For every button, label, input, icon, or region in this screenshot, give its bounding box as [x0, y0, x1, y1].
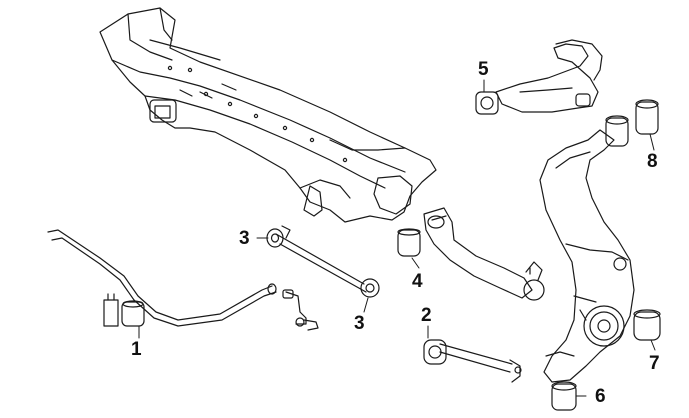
callout-7: 7	[649, 353, 660, 374]
bushing-6	[551, 381, 577, 411]
rear-subframe	[99, 7, 437, 223]
lateral-link-3	[266, 225, 380, 298]
stabilizer-bushing	[103, 293, 145, 327]
upper-control-arm-5	[475, 39, 603, 115]
bushing-7	[633, 309, 661, 341]
trailing-link-2	[423, 339, 522, 383]
stabilizer-link	[282, 289, 319, 331]
callout-1: 1	[131, 339, 142, 360]
callout-6: 6	[595, 386, 606, 407]
callout-8: 8	[647, 151, 658, 172]
callout-5: 5	[478, 59, 489, 80]
bushing-8	[605, 99, 659, 147]
knuckle-hub	[539, 129, 635, 383]
callout-2: 2	[421, 305, 432, 326]
callout-3-lower: 3	[354, 313, 365, 334]
callout-leaders	[138, 79, 656, 397]
control-arm-4	[397, 207, 545, 301]
callout-3-upper: 3	[239, 228, 250, 249]
callout-4: 4	[412, 271, 423, 292]
